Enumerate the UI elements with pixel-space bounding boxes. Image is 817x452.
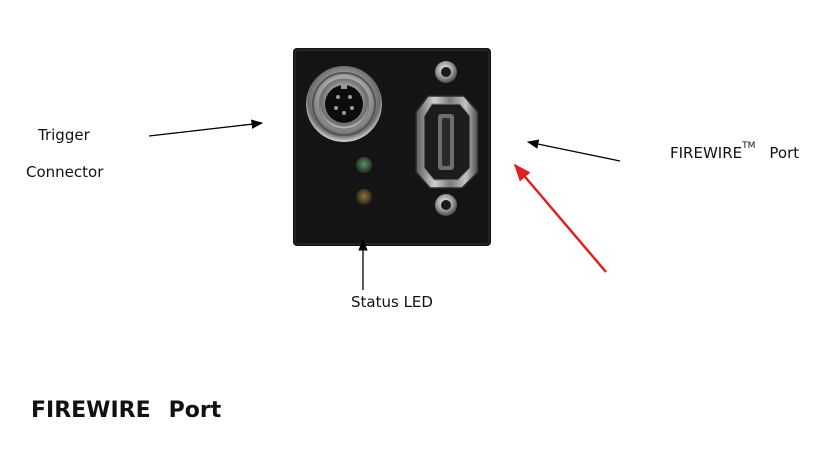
trigger-connector-label-line1: Trigger: [38, 126, 90, 144]
bottom-screw: [435, 194, 457, 216]
status-led-green: [356, 157, 372, 173]
top-screw: [435, 61, 457, 83]
section-heading: FIREWIRE Port: [31, 398, 221, 423]
firewire-port-label: FIREWIRETM Port: [670, 141, 800, 163]
trigger-connector-label-line2: Connector: [26, 163, 104, 181]
firewire-port: [415, 95, 479, 189]
firewire-port-arrow: [526, 139, 621, 162]
status-led-label: Status LED: [351, 293, 433, 311]
status-led-amber: [356, 189, 372, 205]
firewire-label-trademark: TM: [742, 141, 756, 151]
trigger-connector-arrow: [148, 119, 264, 137]
firewire-label-main: FIREWIRE: [670, 144, 743, 162]
firewire-label-suffix: Port: [769, 144, 800, 162]
heading-word-port: Port: [168, 398, 222, 423]
highlight-arrow: [513, 163, 607, 273]
trigger-connector: [306, 66, 382, 142]
heading-word-firewire: FIREWIRE: [31, 398, 151, 423]
